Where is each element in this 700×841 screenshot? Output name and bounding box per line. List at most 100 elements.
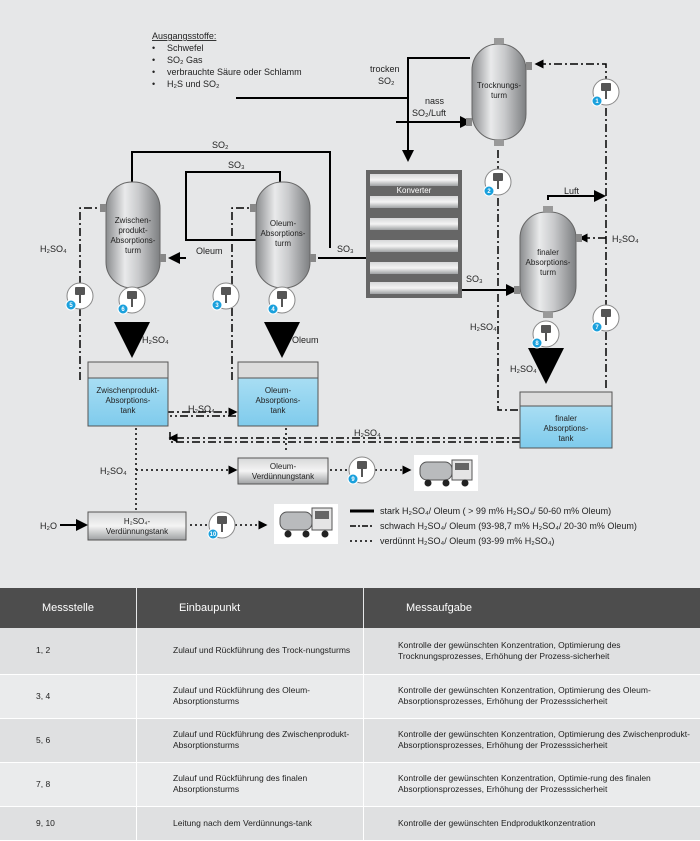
svg-text:tank: tank bbox=[270, 406, 286, 415]
sensor-5: 5 bbox=[65, 282, 94, 311]
table-row: 9, 10 Leitung nach dem Verdünnungs-tank … bbox=[0, 806, 700, 841]
label-h2so4-left: H₂SO₄ bbox=[40, 244, 67, 254]
svg-text:Konverter: Konverter bbox=[397, 186, 432, 195]
svg-text:Verdünnungstank: Verdünnungstank bbox=[106, 527, 169, 536]
truck-icon bbox=[274, 504, 338, 544]
cell-punkt: Zulauf und Rückführung des Zwischenprodu… bbox=[136, 718, 364, 763]
svg-text:Absorptions-: Absorptions- bbox=[256, 396, 301, 405]
svg-text:produkt-: produkt- bbox=[118, 226, 148, 235]
label-h2so4-zwischen: H₂SO₄ bbox=[142, 335, 169, 345]
sensor-number: 6 bbox=[121, 307, 125, 313]
svg-text:Verdünnungstank: Verdünnungstank bbox=[252, 472, 315, 481]
sensor-badge bbox=[483, 185, 495, 197]
sensor-number: 3 bbox=[215, 303, 219, 309]
sensor-9: 9 bbox=[347, 456, 376, 485]
input-bullet-2: • bbox=[152, 55, 155, 65]
svg-text:Absorptions-: Absorptions- bbox=[111, 236, 156, 245]
svg-text:Zwischen-: Zwischen- bbox=[115, 216, 152, 225]
sensor-1: 1 bbox=[591, 78, 620, 107]
sensor-badge bbox=[267, 303, 279, 315]
svg-text:Trocknungs-: Trocknungs- bbox=[477, 81, 522, 90]
svg-text:tank: tank bbox=[558, 434, 574, 443]
sensor-head-icon bbox=[357, 461, 367, 469]
drying-tower: Trocknungs- turm bbox=[466, 38, 532, 146]
sensor-10: 10 bbox=[207, 511, 236, 540]
sensor-number: 8 bbox=[535, 341, 539, 347]
input-item-1: Schwefel bbox=[167, 43, 204, 53]
svg-text:tank: tank bbox=[120, 406, 136, 415]
svg-text:Oleum-: Oleum- bbox=[265, 386, 292, 395]
input-heading: Ausgangsstoffe: bbox=[152, 31, 216, 41]
header-messstelle: Messstelle bbox=[0, 588, 137, 628]
truck-icon bbox=[414, 455, 478, 491]
label-h2so4-final-in: H₂SO₄ bbox=[612, 234, 639, 244]
dashdot-pipes bbox=[79, 59, 607, 443]
cell-stelle: 1, 2 bbox=[0, 628, 137, 675]
oleum-dilution-tank: Oleum- Verdünnungstank bbox=[237, 457, 329, 485]
svg-text:finaler: finaler bbox=[555, 414, 577, 423]
svg-text:Absorptions-: Absorptions- bbox=[261, 229, 306, 238]
sensor-head-icon bbox=[493, 173, 503, 181]
cell-aufgabe: Kontrolle der gewünschten Endproduktkonz… bbox=[363, 806, 700, 841]
sensor-number: 9 bbox=[351, 477, 355, 483]
sensor-head-icon bbox=[601, 309, 611, 317]
svg-text:Absorptions-: Absorptions- bbox=[544, 424, 589, 433]
sensor-2: 2 bbox=[483, 168, 512, 197]
input-bullet-3: • bbox=[152, 67, 155, 77]
cell-aufgabe: Kontrolle der gewünschten Konzentration,… bbox=[363, 628, 700, 675]
input-bullet-4: • bbox=[152, 79, 155, 89]
cell-punkt: Zulauf und Rückführung des Oleum-Absorpt… bbox=[136, 674, 364, 719]
svg-text:Oleum-: Oleum- bbox=[270, 219, 297, 228]
header-einbaupunkt: Einbaupunkt bbox=[136, 588, 364, 628]
sensor-badge bbox=[591, 321, 603, 333]
sensor-badge bbox=[531, 337, 543, 349]
label-trocken: trocken bbox=[370, 64, 400, 74]
legend-text-dotted: verdünnt H₂SO₄/ Oleum (93-99 m% H₂SO₄) bbox=[380, 536, 554, 546]
label-h2o: H₂O bbox=[40, 521, 57, 531]
svg-text:turm: turm bbox=[540, 268, 556, 277]
sensor-4: 4 bbox=[267, 286, 296, 315]
final-tank: finaler Absorptions- tank bbox=[519, 391, 613, 449]
zwischen-tank: Zwischenprodukt- Absorptions- tank bbox=[87, 361, 169, 427]
sensor-3: 3 bbox=[211, 282, 240, 311]
cell-stelle: 5, 6 bbox=[0, 718, 137, 763]
sensor-head-icon bbox=[277, 291, 287, 299]
cell-aufgabe: Kontrolle der gewünschten Konzentration,… bbox=[363, 718, 700, 763]
solid-pipes bbox=[60, 57, 606, 531]
legend-text-dashdot: schwach H₂SO₄/ Oleum (93-98,7 m% H₂SO₄/ … bbox=[380, 521, 637, 531]
label-h2so4-final-out: H₂SO₄ bbox=[510, 364, 537, 374]
sensor-7: 7 bbox=[591, 304, 620, 333]
label-trocken-so2: SO₂ bbox=[378, 76, 395, 86]
h2so4-dilution-tank: H₂SO₄- Verdünnungstank bbox=[87, 511, 187, 541]
label-so2-top: SO₂ bbox=[212, 140, 229, 150]
label-nass: nass bbox=[425, 96, 445, 106]
measurement-table: Messstelle Einbaupunkt Messaufgabe 1, 2 … bbox=[0, 588, 700, 841]
cell-punkt: Zulauf und Rückführung des Trock-nungstu… bbox=[136, 628, 364, 675]
converter: Konverter bbox=[366, 170, 462, 298]
cell-stelle: 7, 8 bbox=[0, 762, 137, 807]
label-h2so4-right: H₂SO₄ bbox=[470, 322, 497, 332]
sensor-head-icon bbox=[601, 83, 611, 91]
svg-text:turm: turm bbox=[491, 91, 507, 100]
sensor-group: 1 2 3 4 5 6 7 8 9 10 bbox=[65, 78, 620, 540]
oleum-tower: Oleum- Absorptions- turm bbox=[250, 181, 316, 294]
cell-aufgabe: Kontrolle der gewünschten Konzentration,… bbox=[363, 762, 700, 807]
zwischen-tower: Zwischen- produkt- Absorptions- turm bbox=[100, 181, 166, 294]
input-list: Ausgangsstoffe: • Schwefel • SO₂ Gas • v… bbox=[152, 31, 302, 89]
sensor-badge bbox=[207, 528, 219, 540]
input-item-3: verbrauchte Säure oder Schlamm bbox=[167, 67, 302, 77]
svg-text:finaler: finaler bbox=[537, 248, 559, 257]
cell-aufgabe: Kontrolle der gewünschten Konzentration,… bbox=[363, 674, 700, 719]
svg-text:Oleum-: Oleum- bbox=[270, 462, 297, 471]
sensor-head-icon bbox=[221, 287, 231, 295]
sensor-head-icon bbox=[127, 291, 137, 299]
table-row: 7, 8 Zulauf und Rückführung des finalen … bbox=[0, 762, 700, 807]
stream-labels: trocken SO₂ nass SO₂/Luft SO₂ SO₃ Oleum … bbox=[40, 64, 639, 531]
input-item-2: SO₂ Gas bbox=[167, 55, 203, 65]
cell-stelle: 3, 4 bbox=[0, 674, 137, 719]
svg-text:H₂SO₄-: H₂SO₄- bbox=[124, 517, 151, 526]
cell-punkt: Zulauf und Rückführung des finalen Absor… bbox=[136, 762, 364, 807]
sensor-8: 8 bbox=[531, 320, 560, 349]
legend: stark H₂SO₄/ Oleum ( > 99 m% H₂SO₄/ 50-6… bbox=[350, 506, 637, 546]
input-bullet-1: • bbox=[152, 43, 155, 53]
